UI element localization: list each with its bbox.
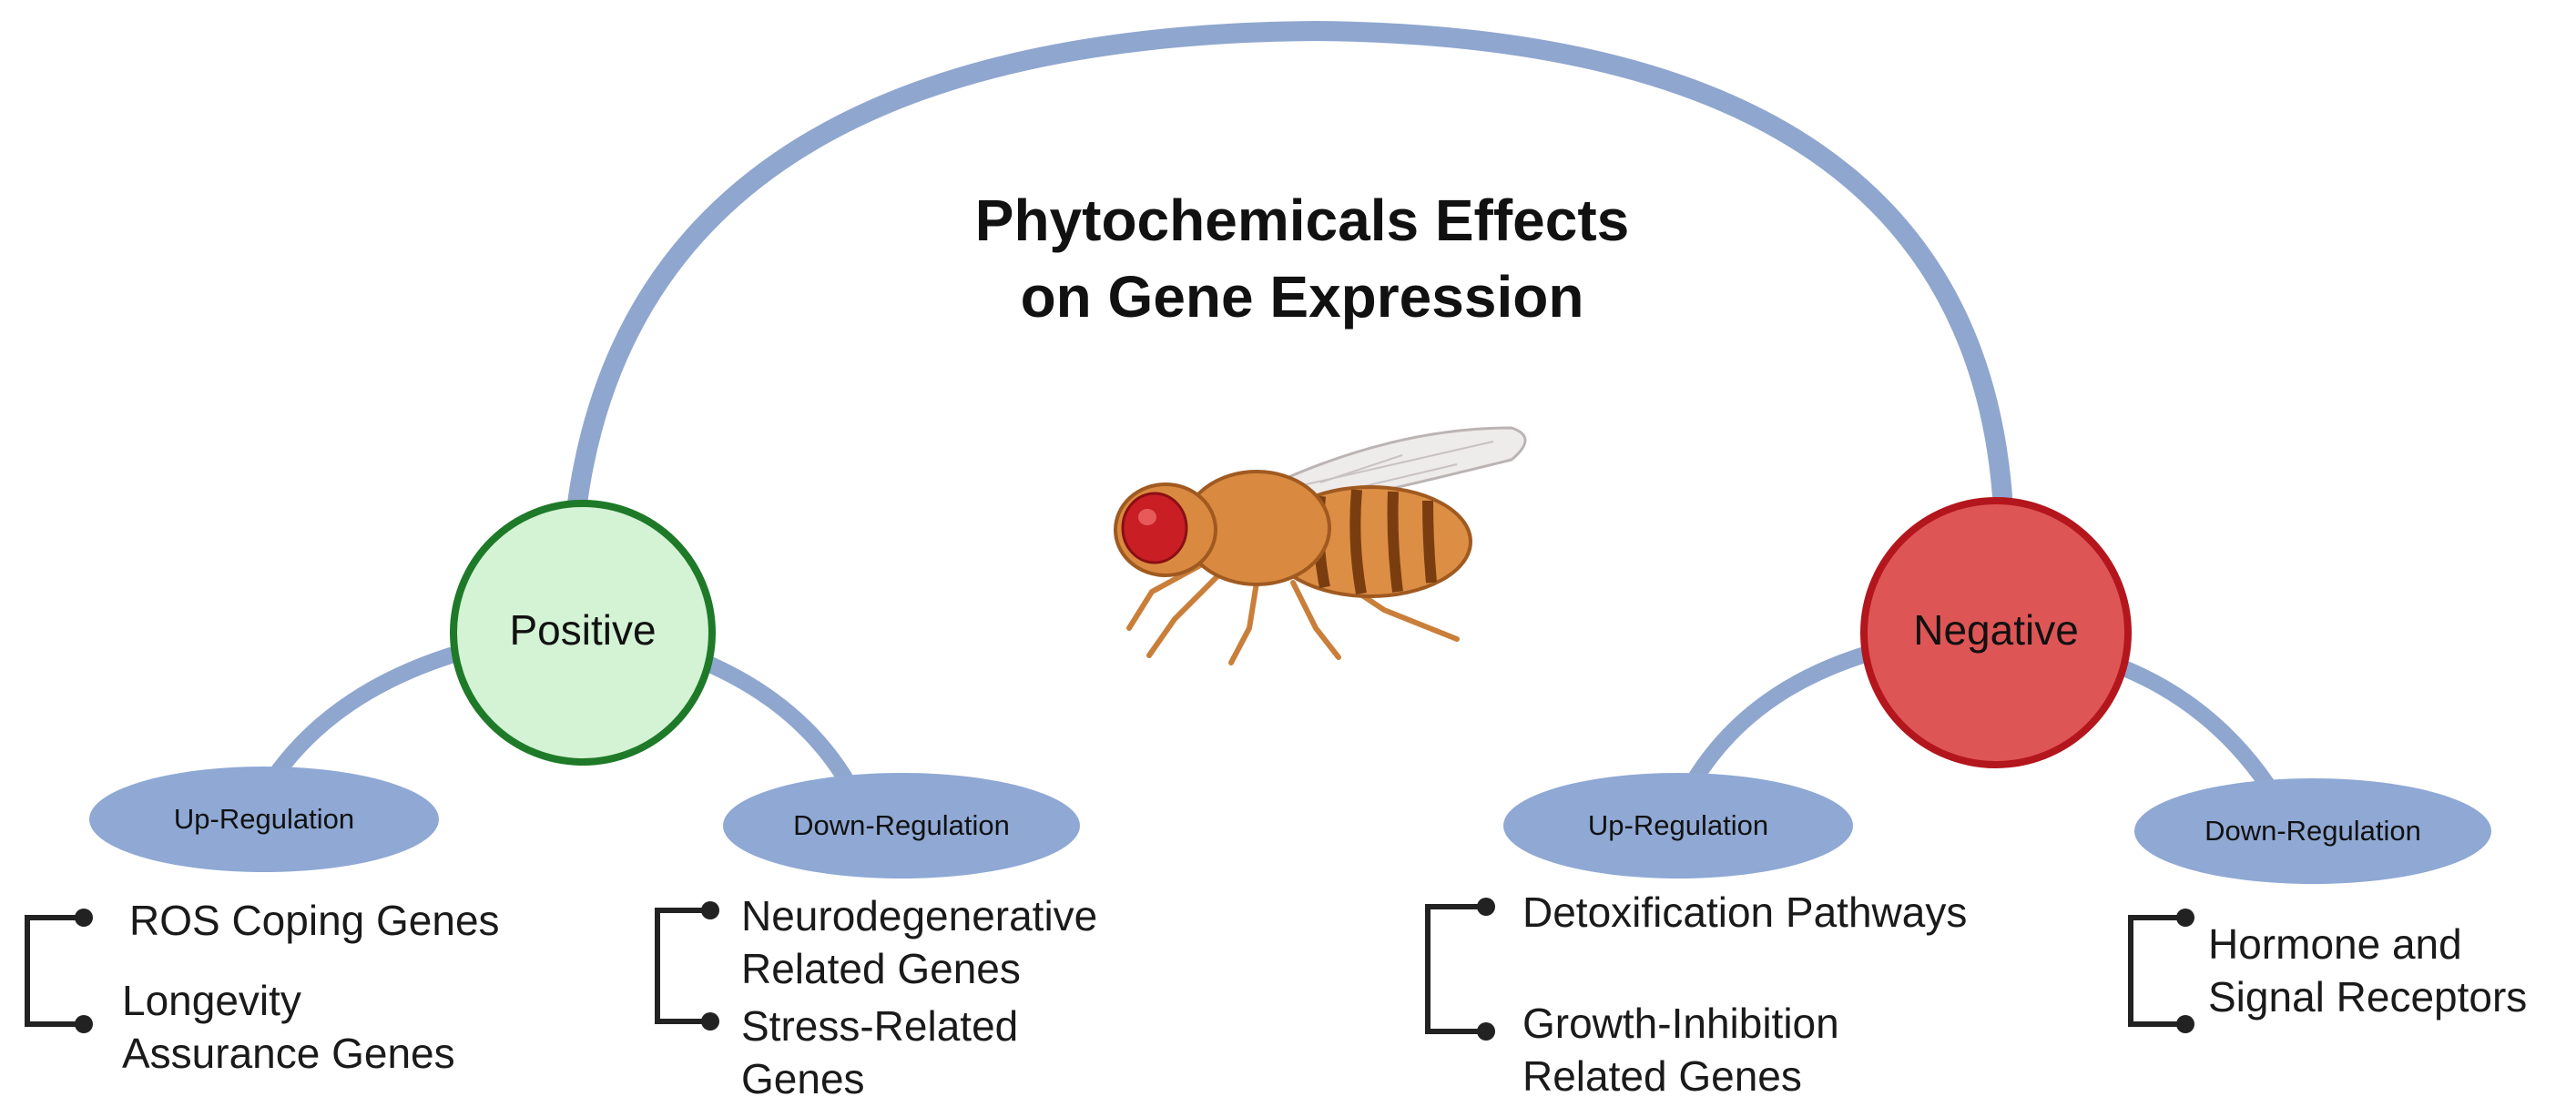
negative-up-bracket bbox=[1425, 904, 1486, 1034]
negative-up-pill bbox=[1503, 773, 1853, 878]
positive-label: Positive bbox=[509, 606, 657, 654]
positive-up-bracket bbox=[25, 915, 84, 1027]
item-line: Assurance Genes bbox=[122, 1030, 455, 1077]
list-item: ROS Coping Genes bbox=[129, 894, 500, 947]
negative-down-branch bbox=[2118, 661, 2276, 793]
list-item: Longevity Assurance Genes bbox=[122, 974, 455, 1080]
item-line: ROS Coping Genes bbox=[129, 897, 500, 944]
list-item: Stress-Related Genes bbox=[741, 1000, 1018, 1105]
item-line: Detoxification Pathways bbox=[1522, 889, 1968, 936]
title-line-2: on Gene Expression bbox=[1020, 264, 1584, 330]
list-item: Hormone and Signal Receptors bbox=[2208, 918, 2527, 1023]
item-line: Related Genes bbox=[1522, 1052, 1802, 1100]
negative-down-label: Down-Regulation bbox=[2204, 815, 2421, 847]
main-arc bbox=[566, 20, 2013, 520]
bullet-dot bbox=[701, 1012, 719, 1031]
bullet-dot bbox=[701, 901, 719, 919]
negative-down-pill bbox=[2134, 778, 2491, 884]
positive-up-pill bbox=[89, 767, 439, 872]
item-line: Neurodegenerative bbox=[741, 892, 1098, 939]
positive-down-pill bbox=[723, 773, 1080, 878]
positive-up-label: Up-Regulation bbox=[173, 803, 355, 835]
negative-up-branch bbox=[1685, 647, 1870, 789]
item-line: Signal Receptors bbox=[2208, 973, 2528, 1021]
negative-node bbox=[1860, 497, 2132, 768]
item-line: Growth-Inhibition bbox=[1522, 1000, 1839, 1047]
bullet-dot bbox=[75, 909, 93, 927]
fruit-fly-icon bbox=[1114, 426, 1527, 665]
positive-up-branch bbox=[270, 647, 459, 780]
positive-down-bracket bbox=[655, 908, 710, 1024]
list-item: Growth-Inhibition Related Genes bbox=[1522, 997, 1839, 1102]
diagram-title: Phytochemicals Effects on Gene Expressio… bbox=[820, 182, 1785, 335]
bullet-dot bbox=[75, 1015, 93, 1033]
bullet-dot bbox=[2176, 1015, 2194, 1033]
item-line: Stress-Related bbox=[741, 1002, 1019, 1050]
bullet-dot bbox=[1477, 898, 1495, 916]
bullet-dot bbox=[1477, 1022, 1495, 1041]
negative-down-bracket bbox=[2128, 915, 2185, 1027]
positive-down-label: Down-Regulation bbox=[793, 809, 1010, 841]
positive-down-branch bbox=[702, 656, 855, 789]
list-item: Detoxification Pathways bbox=[1522, 886, 1967, 939]
item-line: Related Genes bbox=[741, 945, 1021, 992]
item-line: Genes bbox=[741, 1055, 865, 1102]
bullet-dot bbox=[2176, 909, 2194, 927]
positive-node bbox=[450, 500, 716, 766]
item-line: Hormone and bbox=[2208, 920, 2462, 968]
negative-label: Negative bbox=[1913, 606, 2079, 654]
negative-up-label: Up-Regulation bbox=[1587, 809, 1769, 841]
list-item: Neurodegenerative Related Genes bbox=[741, 889, 1097, 995]
item-line: Longevity bbox=[122, 977, 301, 1024]
title-line-1: Phytochemicals Effects bbox=[974, 188, 1630, 253]
